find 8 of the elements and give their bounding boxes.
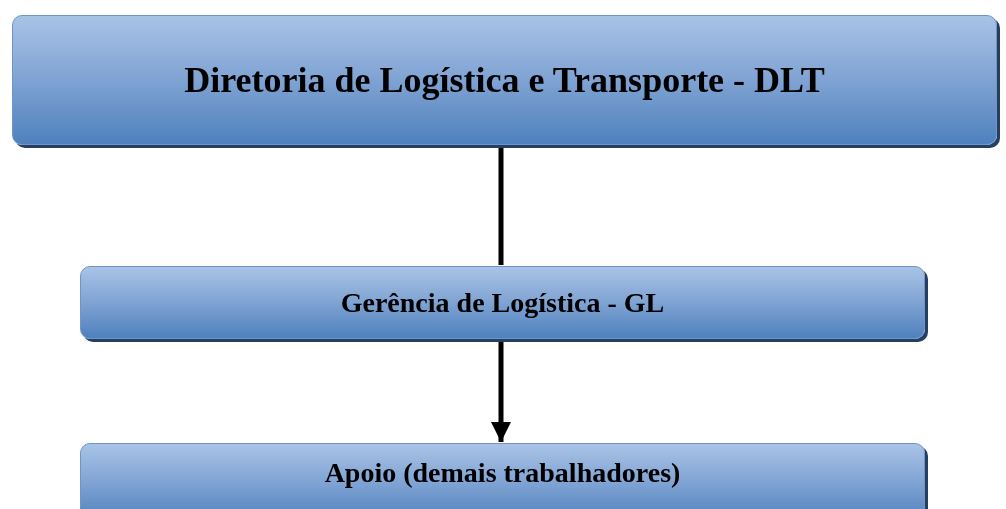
org-box (80, 266, 925, 339)
connector-line (498, 145, 504, 265)
box-title: Apoio (demais trabalhadores) (324, 457, 681, 489)
box-title: Diretoria de Logística e Transporte - DLT (184, 59, 825, 101)
org-box (12, 15, 997, 145)
org-box (80, 443, 925, 509)
box-title: Gerência de Logística - GL (340, 286, 665, 319)
arrow (491, 339, 511, 442)
